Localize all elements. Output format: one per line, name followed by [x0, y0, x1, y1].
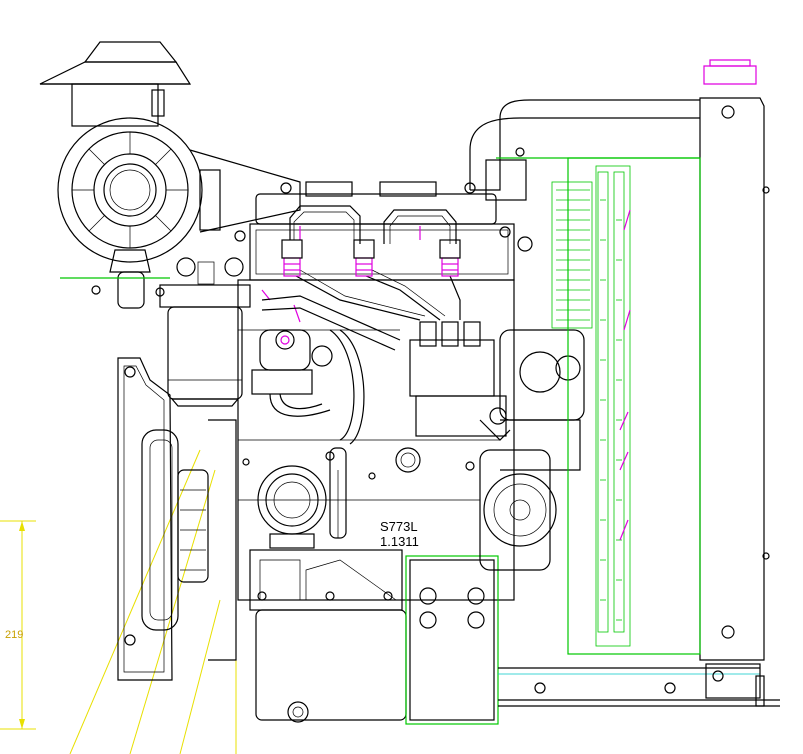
radiator-core-fins: [556, 189, 622, 621]
nameplate: S773L 1.1311: [380, 519, 419, 549]
oil-pan: [249, 549, 407, 723]
base-frame: [498, 663, 780, 707]
lift-pump: [251, 295, 401, 445]
injection-pump: [409, 321, 511, 441]
air-cleaner: [57, 117, 301, 309]
injector-fuel-fittings: [261, 226, 461, 323]
fuel-filter: [159, 257, 251, 407]
engine-block: [237, 279, 515, 601]
flywheel-housing: [117, 357, 237, 681]
dimension-label: 219: [5, 629, 23, 641]
model-number: S773L: [380, 519, 418, 534]
radiator: [551, 97, 770, 661]
oil-filter: [257, 465, 327, 549]
engine-code: 1.1311: [380, 534, 419, 549]
alternator: [479, 329, 585, 571]
injector-lines: [289, 205, 461, 321]
radiator-hose: [469, 59, 757, 201]
radiator-shroud-accents: [619, 209, 631, 541]
engine-mount: [405, 555, 499, 725]
precleaner-cap: [39, 41, 192, 127]
